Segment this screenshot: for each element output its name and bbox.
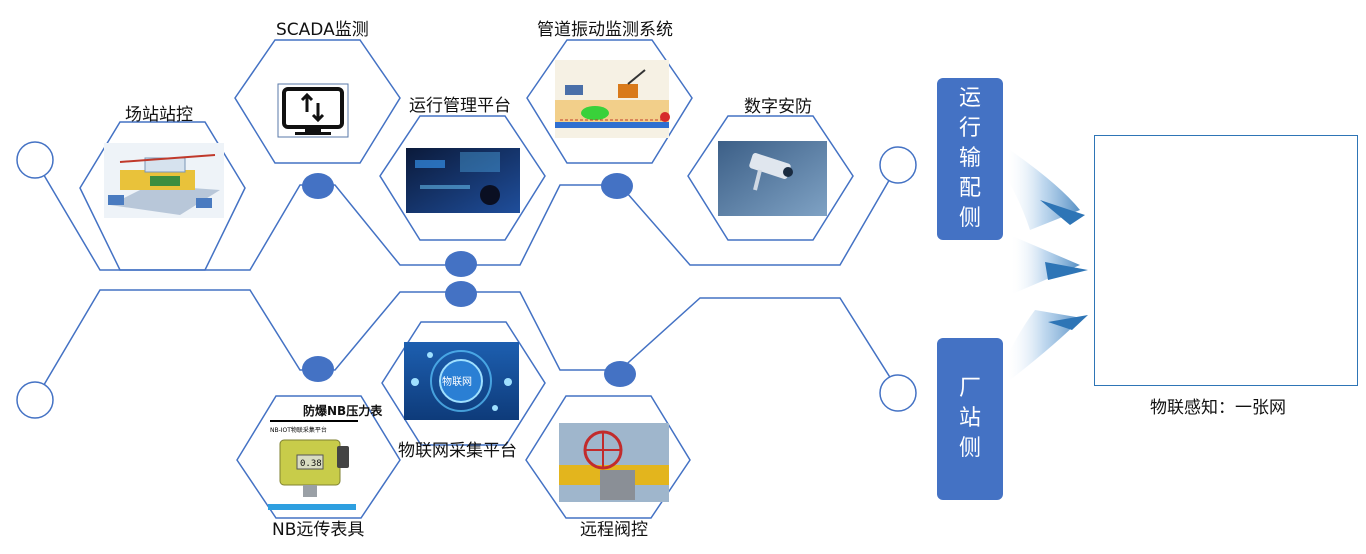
junction-dots bbox=[302, 173, 636, 387]
transport-side-box: 运 行 输 配 侧 bbox=[937, 78, 1003, 240]
plant-char: 厂 bbox=[958, 376, 981, 401]
ops-platform-image bbox=[406, 148, 520, 213]
transport-char: 侧 bbox=[958, 206, 981, 231]
label-ops-platform: 运行管理平台 bbox=[409, 96, 511, 116]
plant-char: 站 bbox=[958, 406, 981, 431]
iot-banner-text: 物联网 bbox=[442, 375, 472, 388]
endpoint-circle bbox=[16, 381, 54, 419]
meter-sub-text: NB-IOT物联采集平台 bbox=[270, 426, 327, 434]
label-digital-security: 数字安防 bbox=[744, 97, 812, 117]
remote-valve-image bbox=[559, 423, 669, 502]
flow-arrows bbox=[1005, 150, 1088, 380]
label-iot-platform: 物联网采集平台 bbox=[398, 441, 517, 461]
meter-title: 防爆NB压力表 bbox=[303, 404, 383, 418]
label-scada: SCADA监测 bbox=[276, 20, 369, 40]
nb-meter-image bbox=[268, 420, 358, 510]
station-control-image bbox=[104, 143, 224, 218]
caption: 物联感知：一张网 bbox=[1150, 398, 1286, 418]
transport-char: 配 bbox=[958, 176, 981, 201]
endpoint-circle bbox=[879, 146, 917, 184]
iot-platform-image bbox=[404, 342, 519, 420]
endpoint-circle bbox=[16, 141, 54, 179]
label-remote-valve: 远程阀控 bbox=[580, 520, 648, 540]
monitor-icon bbox=[277, 83, 349, 138]
meter-display-text: 0.38 bbox=[300, 459, 322, 469]
endpoint-circle bbox=[879, 374, 917, 412]
transport-char: 行 bbox=[958, 116, 981, 141]
iot-perception-frame bbox=[1094, 135, 1358, 386]
transport-char: 输 bbox=[958, 146, 981, 171]
label-nb-meter: NB远传表具 bbox=[272, 520, 365, 540]
security-camera-image bbox=[718, 141, 827, 216]
transport-char: 运 bbox=[958, 86, 981, 111]
plant-char: 侧 bbox=[958, 436, 981, 461]
label-station-control: 场站站控 bbox=[125, 105, 193, 125]
plant-side-box: 厂 站 侧 bbox=[937, 338, 1003, 500]
label-pipeline-vibration: 管道振动监测系统 bbox=[537, 20, 673, 40]
pipeline-vibration-image bbox=[555, 60, 670, 138]
